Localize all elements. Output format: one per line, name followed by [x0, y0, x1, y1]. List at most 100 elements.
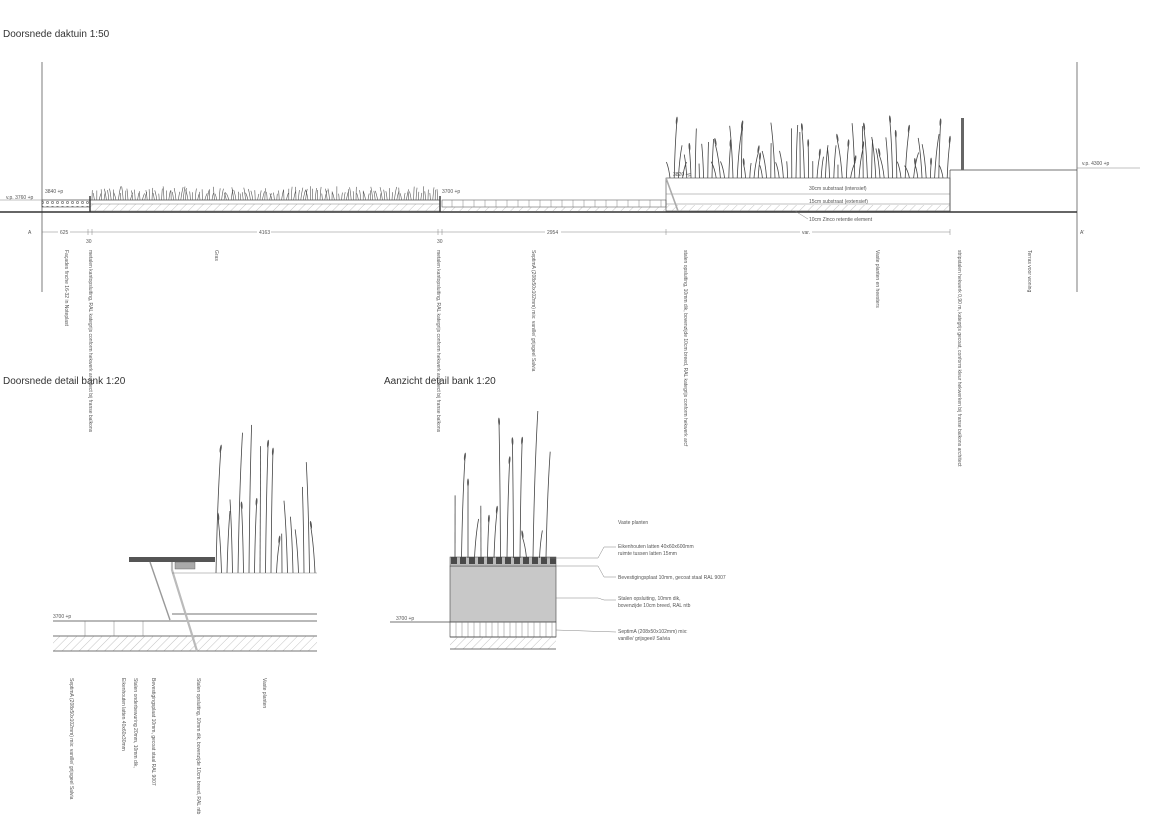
reed-stem — [226, 510, 231, 574]
grass-blade — [248, 188, 251, 201]
grass-blade — [226, 193, 230, 201]
grass-blade — [98, 193, 102, 201]
reed-stem — [836, 140, 843, 179]
note-railing: stripstalen hekwerk 0,90 m, kategrijs ge… — [956, 250, 962, 467]
reed-plume — [847, 139, 850, 148]
bs-note-septima: SeptimA (208x50x102mm) mix: vanille/ gri… — [68, 678, 74, 800]
grass-blade — [413, 186, 415, 201]
reed-stem — [775, 162, 780, 179]
reed-stem — [715, 144, 721, 179]
daktuin-section: 30cm substraat (intensief) 15cm substraa… — [0, 62, 1140, 467]
note-edge-right: metalen kantopsluiting, RAL kategrijs co… — [435, 250, 441, 433]
grass-blade — [327, 188, 330, 201]
reed-plume — [800, 123, 803, 132]
grass-blade — [305, 188, 308, 201]
reed-stem — [863, 129, 868, 179]
reed-stem — [522, 537, 527, 559]
grass-blade — [422, 186, 425, 201]
reed-stem — [895, 136, 898, 179]
reed-plume — [498, 417, 500, 426]
reed-plume — [854, 155, 857, 164]
reed-stem — [757, 159, 761, 179]
reed-plume — [511, 437, 514, 446]
grass-blade — [137, 192, 140, 201]
oak-slat — [478, 557, 484, 564]
reed-stem — [875, 148, 881, 179]
grass-blade — [432, 187, 435, 201]
grass-blade — [233, 189, 237, 201]
level-left: v.p. 3760 +p — [6, 195, 34, 201]
reed-stem — [846, 146, 849, 179]
reed-stem — [871, 139, 873, 179]
reed-stem — [265, 446, 269, 574]
grass-blade — [407, 191, 410, 201]
reed-stem — [290, 516, 294, 574]
reed-plume — [939, 118, 942, 127]
reed-stem — [493, 512, 498, 559]
marker-a: A — [28, 230, 32, 236]
grass-blade — [385, 191, 388, 201]
reed-stem — [938, 165, 944, 179]
reed-stem — [770, 122, 776, 179]
oak-slat — [541, 557, 547, 564]
reed-stem — [885, 137, 889, 179]
oak-slat — [514, 557, 520, 564]
reed-stem — [707, 141, 709, 179]
reed-stem — [689, 149, 692, 179]
reed-plume — [836, 133, 839, 142]
grass-blade — [223, 192, 227, 201]
reed-plume — [495, 505, 498, 514]
reed-stem — [666, 161, 671, 179]
reed-stem — [728, 146, 731, 179]
grass-blade — [379, 187, 383, 201]
grass-blade — [331, 191, 335, 201]
grass-blade — [92, 192, 95, 201]
reed-stem — [259, 446, 262, 574]
grass-substrate — [89, 203, 441, 212]
leader-2 — [556, 565, 616, 578]
reed-stem — [682, 161, 687, 179]
grass-blade — [239, 193, 242, 201]
reed-stem — [904, 131, 910, 179]
callout-septima-1: SeptimA (208x50x102mm) mix: — [618, 629, 687, 635]
bench-section-reeds — [172, 424, 317, 574]
callout-plate: Bevestigingsplaat 10mm, gecoat staal RAL… — [618, 575, 726, 581]
level-3840: 3840 +p — [45, 189, 63, 195]
dim-30-right: 30 — [437, 239, 443, 245]
reed-stem — [532, 410, 539, 559]
reed-stem — [720, 161, 725, 179]
grass-blade — [223, 192, 226, 201]
grass-blade — [278, 190, 280, 201]
reed-stem — [759, 165, 763, 179]
grass-blade — [394, 186, 397, 201]
reed-plume — [521, 530, 524, 539]
grass-blade — [383, 189, 386, 201]
reed-stem — [753, 152, 759, 179]
grass-blade — [185, 189, 189, 201]
bs-note-plate: Bevestigingsplaat 10mm, gecoat staal RAL… — [150, 678, 156, 786]
grass-blade — [142, 193, 145, 201]
grass-blade — [305, 190, 309, 201]
marker-a-prime: A' — [1080, 230, 1084, 236]
leader-3 — [556, 597, 616, 601]
reed-stem — [711, 138, 715, 179]
grass-blade — [273, 192, 275, 201]
reed-stem — [896, 161, 902, 179]
reed-stem — [512, 444, 514, 559]
reed-stem — [934, 134, 940, 179]
reed-stem — [878, 154, 885, 179]
grass-blade — [145, 190, 148, 201]
bench-support — [149, 561, 171, 621]
grass-blade — [218, 188, 221, 201]
dim-625: 625 — [60, 230, 69, 236]
reed-stem — [254, 504, 257, 574]
reed-plume — [714, 137, 717, 146]
grass-blade — [197, 191, 201, 201]
reed-stem — [498, 424, 501, 559]
reed-plume — [508, 456, 511, 465]
reed-plume — [255, 497, 258, 506]
reed-stem — [678, 145, 683, 179]
note-grass: Gras — [213, 250, 219, 261]
note-steel-edge: stalen opsluiting, 10mm dik, bovenzijde … — [682, 250, 688, 447]
reed-plume — [271, 447, 274, 456]
